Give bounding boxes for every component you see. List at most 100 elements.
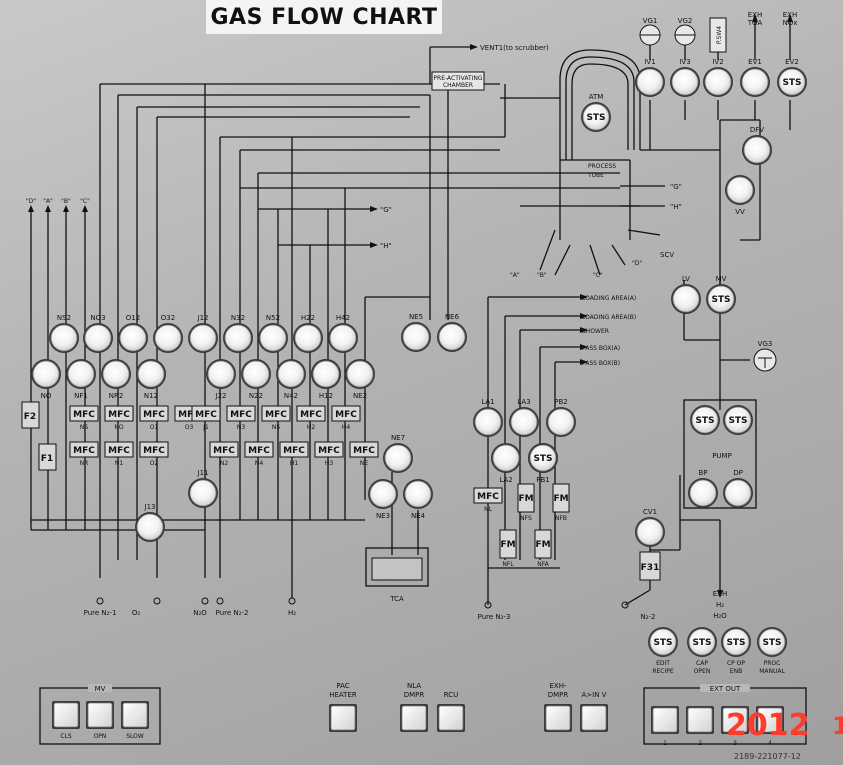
- ext-out-1-button[interactable]: [651, 706, 679, 734]
- mv-slow-button[interactable]: [121, 701, 149, 729]
- valve-n32-button[interactable]: N32: [223, 314, 253, 353]
- valve-dfv-button[interactable]: DFV: [742, 126, 772, 165]
- fm-label: FM: [500, 540, 515, 550]
- valve-h42-button[interactable]: H42: [328, 314, 358, 353]
- valve-n42-button[interactable]: N42: [276, 359, 306, 400]
- ext-out-4-button[interactable]: [756, 706, 784, 734]
- valve-la2-button[interactable]: LA2: [491, 443, 521, 484]
- valve-j13-button[interactable]: J13: [135, 503, 165, 542]
- valve-ne4-button[interactable]: NE4: [403, 479, 433, 520]
- valve-label: N12: [144, 392, 158, 400]
- valve-iv3-button[interactable]: IV3: [670, 58, 700, 97]
- pressure-switch-psw4: [709, 17, 727, 53]
- mfc-sub-label: J1: [202, 424, 209, 431]
- valve-h22-button[interactable]: H22: [293, 314, 323, 353]
- valve-label: NE4: [411, 512, 426, 520]
- mfc-sub-label: O3: [185, 424, 194, 431]
- valve-label: H12: [319, 392, 333, 400]
- area-pass-box-a: PASS BOX(A): [582, 345, 620, 352]
- valve-o32-button[interactable]: O32: [153, 314, 183, 353]
- valve-dp-button[interactable]: DP: [723, 469, 753, 508]
- filter-f2-label: F2: [24, 412, 36, 422]
- mfc-sub-label: NO: [114, 424, 123, 431]
- mfc-sub-label: N4: [255, 460, 263, 467]
- edit-recipe-button[interactable]: STS: [648, 627, 678, 657]
- valve-iv2-button[interactable]: IV2: [703, 58, 733, 97]
- tca-container: [365, 547, 429, 587]
- valve-j11-button[interactable]: J11: [188, 469, 218, 508]
- valve-h32-button[interactable]: [311, 359, 341, 389]
- atm-sts-button[interactable]: STS: [581, 102, 611, 132]
- valve-j22-button[interactable]: J22: [206, 359, 236, 400]
- valve-n22-button[interactable]: N22: [241, 359, 271, 400]
- gas-n2-2: N₂-2: [640, 613, 655, 621]
- exh-dmpr-button[interactable]: [544, 704, 572, 732]
- valve-iv1-button[interactable]: IV1: [635, 58, 665, 97]
- port-g-label-right: "G": [670, 183, 682, 191]
- valve-label: IV3: [679, 58, 690, 66]
- proc-manual-button[interactable]: STS: [757, 627, 787, 657]
- cap-open-button[interactable]: STS: [687, 627, 717, 657]
- gas-o2: O₂: [132, 609, 141, 617]
- exh-label: EXH: [713, 590, 727, 598]
- mfc-label: MFC: [335, 410, 357, 420]
- gas-supply-group: [96, 597, 629, 609]
- valve-ne5-button[interactable]: NE5: [401, 313, 431, 352]
- pump-sts-left-button[interactable]: STS: [690, 405, 720, 435]
- mv-cls-button[interactable]: [52, 701, 80, 729]
- valve-ne3-button[interactable]: NE3: [368, 479, 398, 520]
- sts-cap-label-2: OPEN: [694, 668, 711, 675]
- sts-button-label: STS: [782, 78, 801, 88]
- mfc-sub-label: N5: [272, 424, 280, 431]
- valve-la3-button[interactable]: LA3: [509, 398, 539, 437]
- valve-ne2-button[interactable]: NE2: [345, 359, 375, 400]
- nla-label-1: NLA: [407, 682, 421, 690]
- valve-nf1-button[interactable]: NF1: [66, 359, 96, 400]
- valve-pb2-button[interactable]: PB2: [546, 398, 576, 437]
- ext-out-2-button[interactable]: [686, 706, 714, 734]
- part-number: 2189-221077-12: [734, 752, 801, 761]
- mfc-group: MFCNSMFCNOMFCO1MFCO3MFCJ1MFCN3MFCN5MFCH2…: [69, 405, 570, 568]
- valve-j12-button[interactable]: J12: [188, 314, 218, 353]
- mfc-sub-label: O1: [150, 424, 159, 431]
- valve-no-button[interactable]: NO: [31, 359, 61, 400]
- gas-n2o: N₂O: [193, 609, 207, 617]
- title-plate: GAS FLOW CHART: [206, 0, 442, 34]
- rcu-button[interactable]: [437, 704, 465, 732]
- port-h-label-right: "H": [670, 203, 682, 211]
- pump-sts-right-button[interactable]: STS: [723, 405, 753, 435]
- ext-out-3-button[interactable]: [721, 706, 749, 734]
- valve-no3-button[interactable]: NO3: [83, 314, 113, 353]
- pac-heater-button[interactable]: [329, 704, 357, 732]
- filter-f31-label: F31: [641, 563, 660, 573]
- mv-group-title: MV: [95, 685, 106, 693]
- valve-nr2-button[interactable]: NR2: [101, 359, 131, 400]
- valve-lv-button[interactable]: LV: [671, 275, 701, 314]
- valve-label: O32: [161, 314, 175, 322]
- valve-ns2-button[interactable]: NS2: [49, 314, 79, 353]
- valve-bp-button[interactable]: BP: [688, 469, 718, 508]
- port-b-label: "B": [61, 198, 71, 205]
- pb1-sts-button[interactable]: STS: [528, 443, 558, 473]
- mfc-sub-label: N3: [237, 424, 245, 431]
- valve-ne6-button[interactable]: NE6: [437, 313, 467, 352]
- cp-op-enb-button[interactable]: STS: [721, 627, 751, 657]
- fm-sub-label: NFS: [520, 515, 532, 522]
- valve-la1-button[interactable]: LA1: [473, 398, 503, 437]
- mv-opn-button[interactable]: [86, 701, 114, 729]
- valve-ev1-button[interactable]: EV1: [740, 58, 770, 97]
- valve-cv1-button[interactable]: CV1: [635, 508, 665, 547]
- ainv-button[interactable]: [580, 704, 608, 732]
- valve-ne7-button[interactable]: NE7: [383, 434, 413, 473]
- valve-n52-button[interactable]: N52: [258, 314, 288, 353]
- nla-dmpr-button[interactable]: [400, 704, 428, 732]
- valve-vv-button[interactable]: VV: [725, 175, 755, 216]
- valve-o22-button[interactable]: [136, 359, 166, 389]
- valve-o12-button[interactable]: O12: [118, 314, 148, 353]
